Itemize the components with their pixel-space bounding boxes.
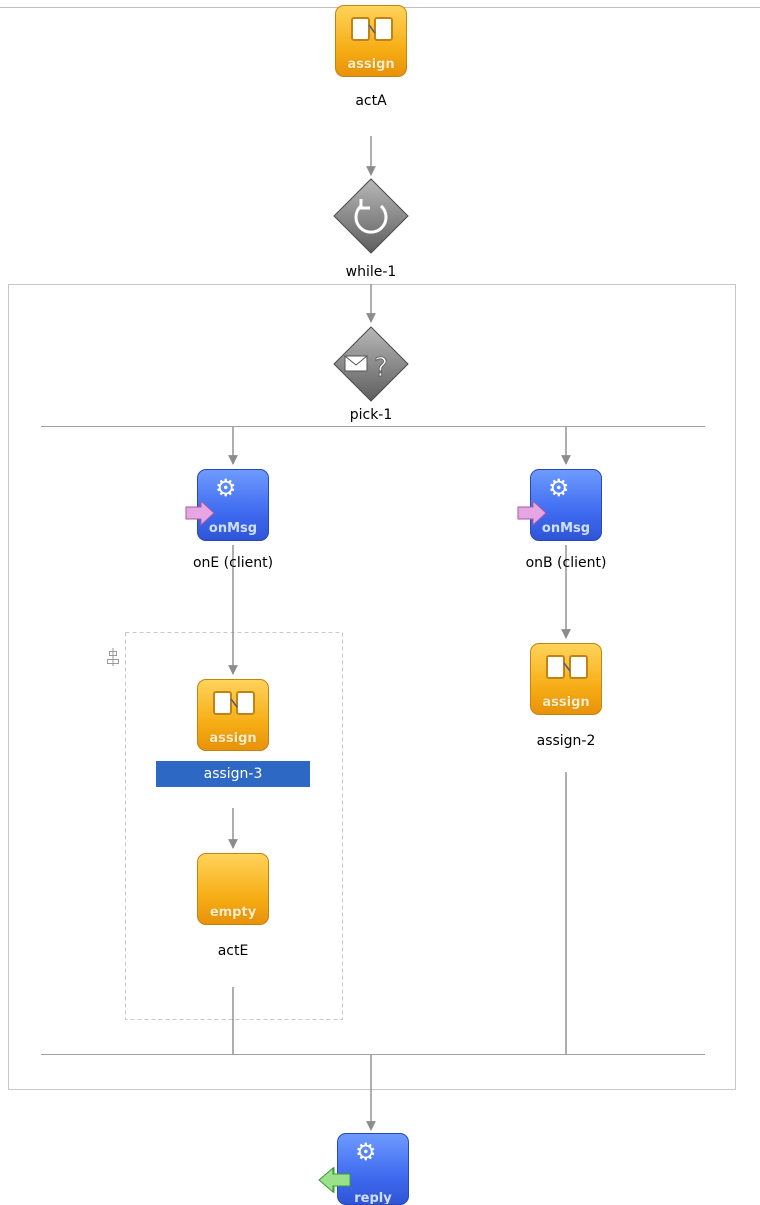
pick-1-node[interactable]: ?	[333, 326, 409, 402]
reply-node[interactable]: ⚙ reply	[337, 1133, 409, 1205]
while-1-node[interactable]	[333, 178, 409, 254]
onmsg-caption: onMsg	[541, 521, 591, 536]
align-center-icon[interactable]	[107, 648, 119, 666]
message-arrow-icon	[517, 500, 547, 526]
connectors	[228, 136, 571, 1131]
actA-node[interactable]: assign	[335, 5, 407, 77]
assign-3-node[interactable]: assign	[197, 679, 269, 751]
sequence-box[interactable]	[125, 632, 343, 1020]
empty-caption: empty	[209, 905, 257, 920]
gear-icon: ⚙	[548, 474, 570, 502]
assign-2-node[interactable]: assign	[530, 643, 602, 715]
onE-label: onE (client)	[192, 555, 274, 571]
assign-caption: assign	[209, 731, 257, 746]
loop-arrow-icon	[354, 199, 388, 234]
while-1-label: while-1	[345, 264, 397, 280]
gear-icon: ⚙	[355, 1138, 377, 1166]
onmsg-caption: onMsg	[208, 521, 258, 536]
assign-3-label-selected[interactable]: assign-3	[156, 761, 310, 787]
assign-documents-icon	[351, 17, 393, 41]
assign-documents-icon	[213, 691, 255, 715]
message-arrow-icon	[185, 500, 215, 526]
onB-label: onB (client)	[525, 555, 607, 571]
while-container[interactable]	[8, 284, 736, 1090]
assign-caption: assign	[347, 57, 395, 72]
actE-label: actE	[217, 943, 249, 959]
assign-documents-icon	[546, 655, 588, 679]
actA-label: actA	[355, 93, 387, 109]
onB-node[interactable]: ⚙ onMsg	[530, 469, 602, 541]
actE-node[interactable]: empty	[197, 853, 269, 925]
onE-node[interactable]: ⚙ onMsg	[197, 469, 269, 541]
reply-arrow-icon-overlay	[318, 1166, 351, 1194]
svg-text:?: ?	[374, 353, 388, 383]
envelope-question-icon: ?	[344, 353, 388, 383]
assign-2-label: assign-2	[536, 733, 596, 749]
pick-1-label: pick-1	[349, 407, 393, 423]
assign-caption: assign	[542, 695, 590, 710]
reply-caption: reply	[354, 1191, 392, 1205]
gear-icon: ⚙	[215, 474, 237, 502]
